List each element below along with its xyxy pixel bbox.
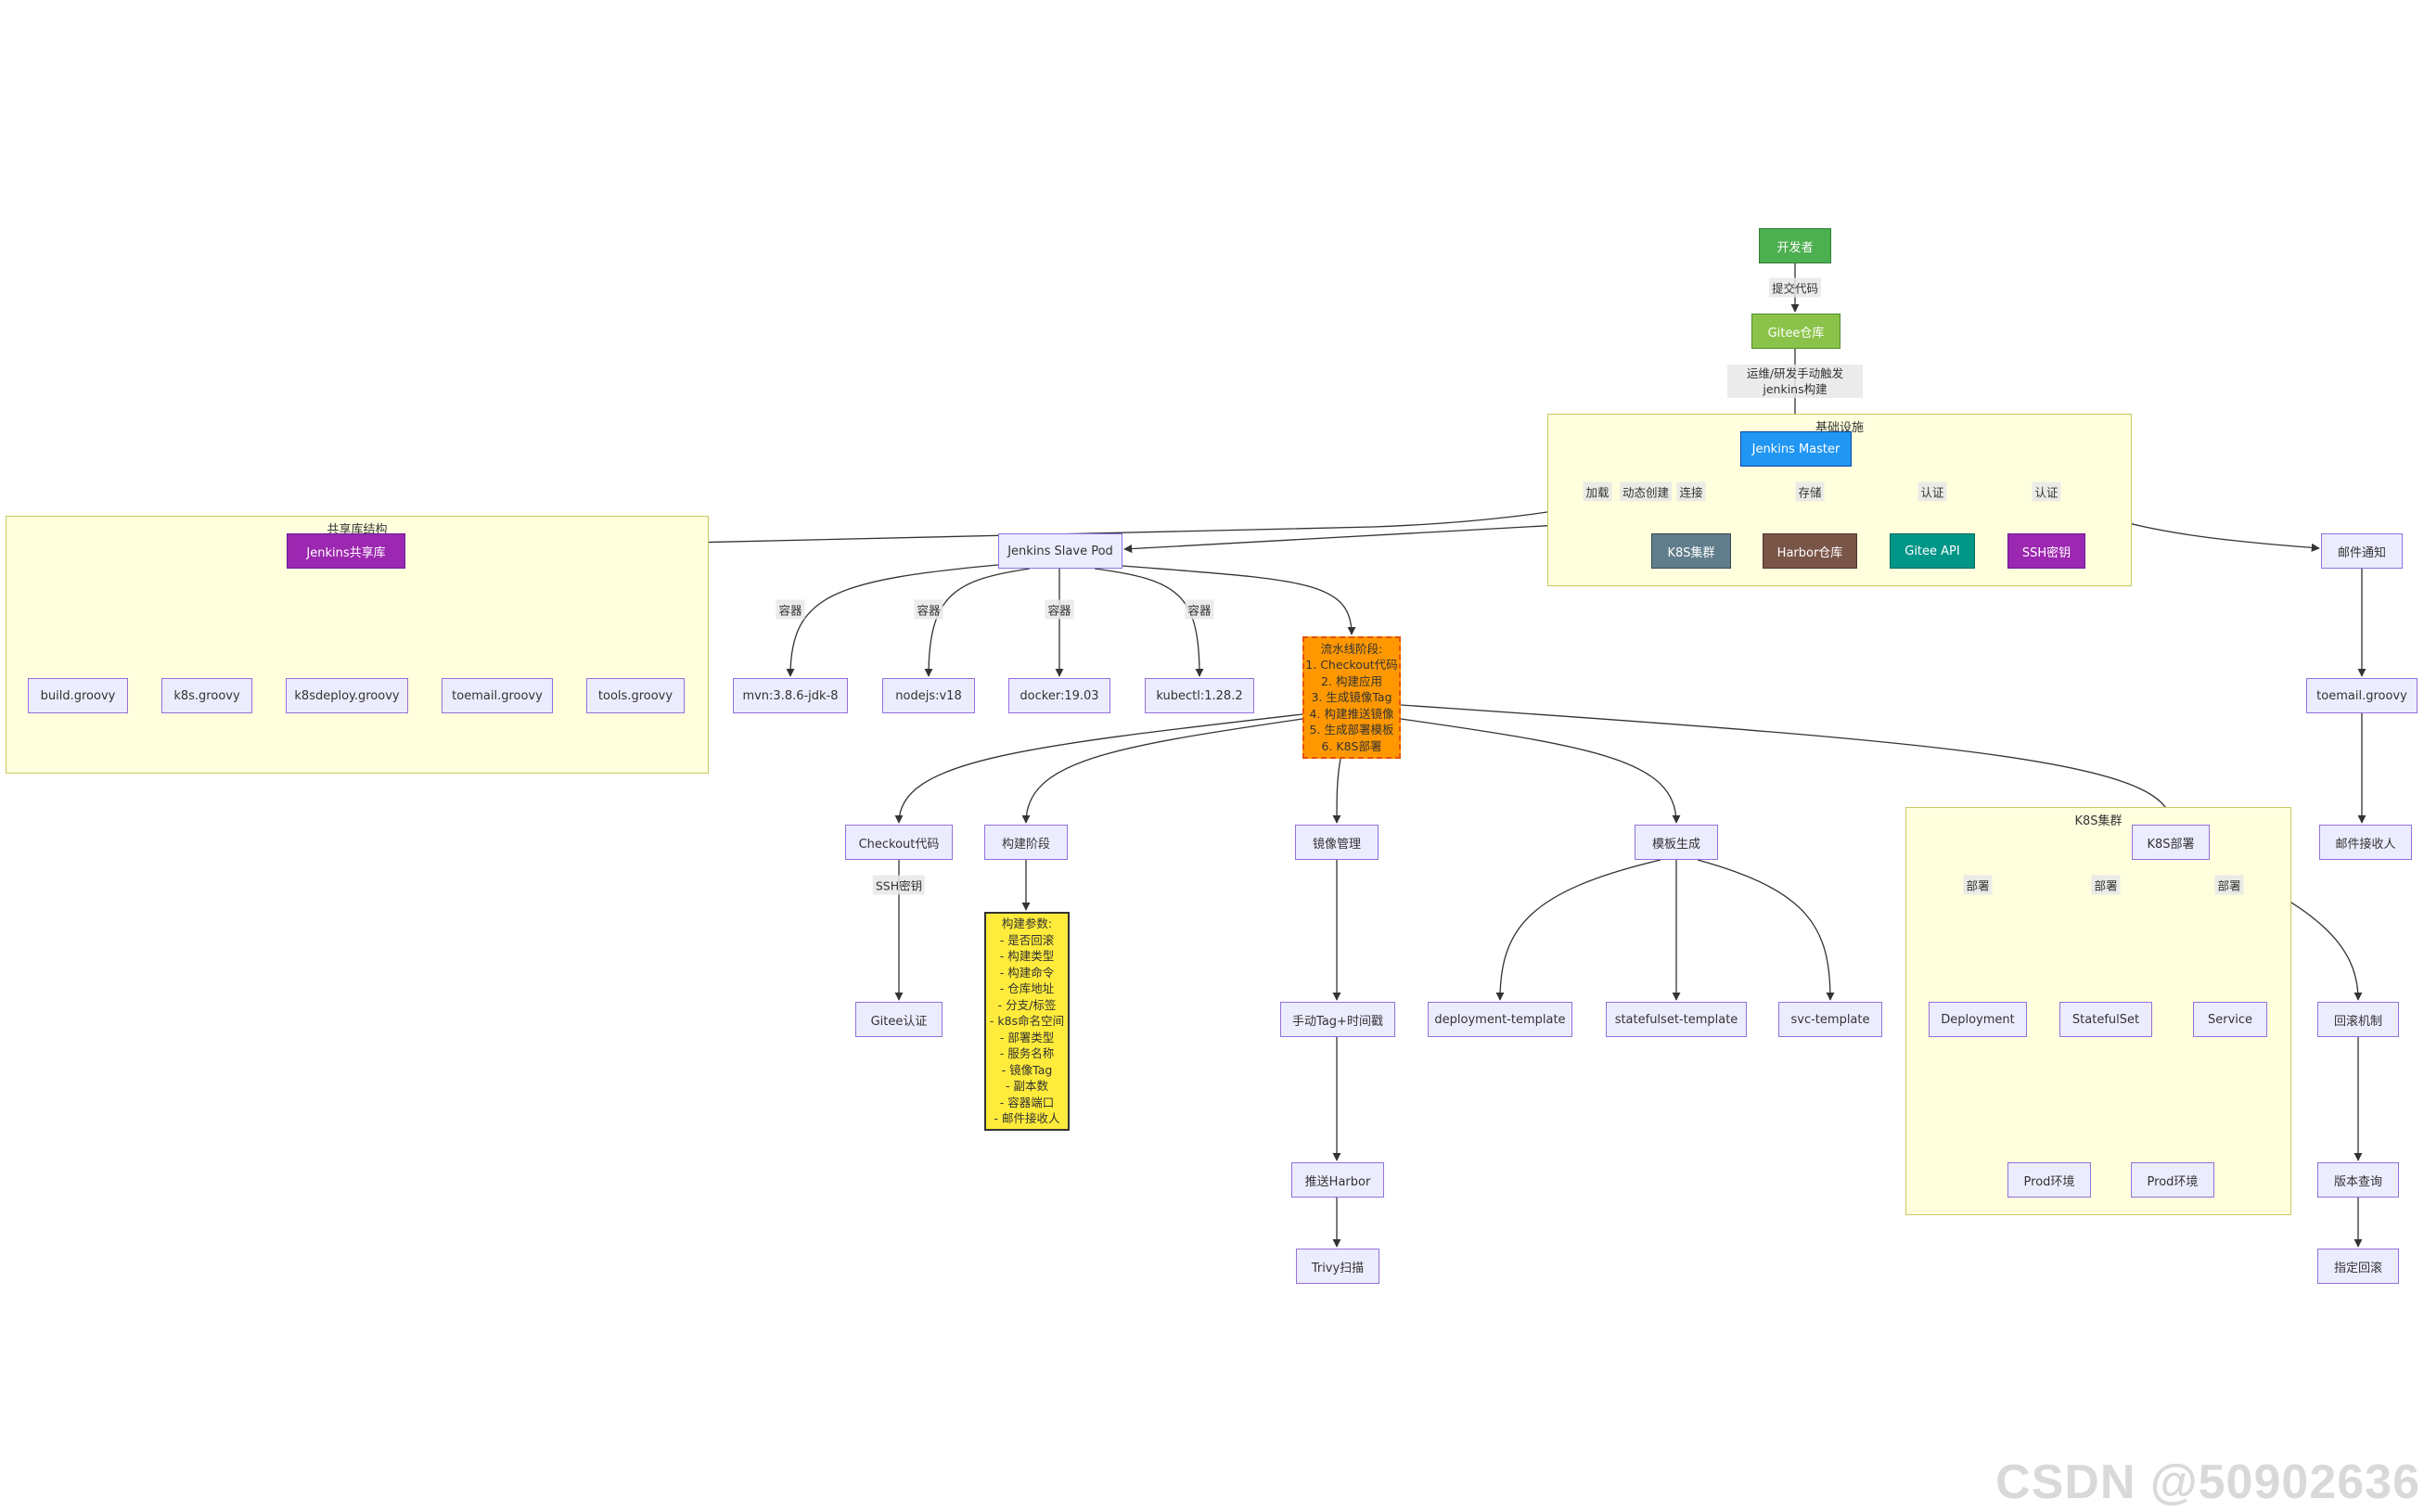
- params-node-line: - 副本数: [1006, 1079, 1048, 1094]
- pipeline-node-line: 6. K8S部署: [1321, 738, 1382, 753]
- node-jenkins-master[interactable]: Jenkins Master: [1740, 431, 1852, 467]
- node-service[interactable]: Service: [2193, 1002, 2267, 1037]
- node-k8s-deploy[interactable]: K8S部署: [2132, 825, 2210, 860]
- node-statefulset-template[interactable]: statefulset-template: [1606, 1002, 1747, 1037]
- edge-label-auth-1: 认证: [1917, 481, 1947, 502]
- node-svc-template[interactable]: svc-template: [1778, 1002, 1882, 1037]
- edge-label-store: 存储: [1795, 481, 1825, 502]
- node-version-query[interactable]: 版本查询: [2317, 1162, 2399, 1198]
- node-shared-library[interactable]: Jenkins共享库: [287, 533, 405, 569]
- edge-label-container-2: 容器: [914, 599, 943, 620]
- node-harbor-repo[interactable]: Harbor仓库: [1763, 533, 1857, 569]
- edge-slave-nodejs: [924, 568, 1031, 677]
- subgraph-k8s-title: K8S集群: [2074, 814, 2123, 828]
- node-mail-receiver[interactable]: 邮件接收人: [2319, 825, 2412, 860]
- edge-pipe-k8sdeploy: [1400, 704, 2175, 824]
- pipeline-node-line: 2. 构建应用: [1321, 673, 1382, 688]
- node-build-stage[interactable]: 构建阶段: [984, 825, 1068, 860]
- node-rollback[interactable]: 回滚机制: [2317, 1002, 2399, 1037]
- params-node-line: - 镜像Tag: [1001, 1062, 1053, 1077]
- node-prod-env-2[interactable]: Prod环境: [2131, 1162, 2214, 1198]
- edge-label-container-1: 容器: [776, 599, 805, 620]
- edge-label-container-4: 容器: [1185, 599, 1214, 620]
- node-tools-groovy[interactable]: tools.groovy: [586, 678, 685, 713]
- edge-pipe-image: [1332, 758, 1341, 824]
- node-rollback-to[interactable]: 指定回滚: [2317, 1249, 2399, 1284]
- edge-label-trigger: 运维/研发手动触发jenkins构建: [1727, 365, 1863, 398]
- params-node-line: - 仓库地址: [999, 981, 1055, 996]
- pipeline-node-line: 流水线阶段:: [1320, 641, 1383, 656]
- node-k8sdeploy-groovy[interactable]: k8sdeploy.groovy: [286, 678, 408, 713]
- edge-label-container-3: 容器: [1045, 599, 1074, 620]
- edge-label-commit: 提交代码: [1768, 277, 1822, 298]
- node-kubectl-container[interactable]: kubectl:1.28.2: [1145, 678, 1254, 713]
- edge-pipe-build: [1021, 718, 1303, 824]
- node-gitee-repo[interactable]: Gitee仓库: [1751, 314, 1840, 349]
- node-mail-notify[interactable]: 邮件通知: [2321, 533, 2403, 569]
- edge-label-deploy-3: 部署: [2214, 875, 2244, 895]
- edge-label-deploy-1: 部署: [1963, 875, 1993, 895]
- edge-template-deploy: [1495, 859, 1661, 1001]
- edge-label-load: 加载: [1583, 481, 1612, 502]
- node-k8s-groovy[interactable]: k8s.groovy: [161, 678, 252, 713]
- node-build-params[interactable]: 构建参数:- 是否回滚 - 构建类型- 构建命令- 仓库地址- 分支/标签 - k8…: [984, 912, 1070, 1131]
- node-manual-tag[interactable]: 手动Tag+时间戳: [1280, 1002, 1395, 1037]
- node-toemail-groovy-2[interactable]: toemail.groovy: [2306, 678, 2418, 713]
- node-k8s-cluster[interactable]: K8S集群: [1651, 533, 1731, 569]
- node-gitee-api[interactable]: Gitee API: [1890, 533, 1975, 569]
- params-node-line: - 邮件接收人: [994, 1111, 1060, 1126]
- edge-label-dynamic-create: 动态创建: [1619, 481, 1673, 502]
- params-node-line: - 是否回滚: [999, 932, 1055, 947]
- params-node-line: - 部署类型: [999, 1030, 1055, 1044]
- node-image-management[interactable]: 镜像管理: [1295, 825, 1379, 860]
- node-build-groovy[interactable]: build.groovy: [28, 678, 128, 713]
- edge-label-ssh-key: SSH密钥: [872, 875, 926, 895]
- pipeline-node-line: 5. 生成部署模板: [1309, 723, 1394, 737]
- params-node-line: 构建参数:: [1001, 916, 1053, 931]
- pipeline-node-line: 4. 构建推送镜像: [1309, 706, 1394, 721]
- pipeline-node-line: 3. 生成镜像Tag: [1311, 690, 1392, 705]
- params-node-line: - 构建类型: [999, 949, 1055, 964]
- watermark: CSDN @50902636: [1995, 1455, 2420, 1509]
- edge-label-deploy-2: 部署: [2091, 875, 2121, 895]
- node-deployment-template[interactable]: deployment-template: [1428, 1002, 1572, 1037]
- pipeline-node-line: 1. Checkout代码: [1305, 658, 1398, 673]
- node-nodejs-container[interactable]: nodejs:v18: [882, 678, 975, 713]
- node-mvn-container[interactable]: mvn:3.8.6-jdk-8: [733, 678, 848, 713]
- node-template-generation[interactable]: 模板生成: [1635, 825, 1718, 860]
- params-node-line: - 构建命令: [999, 965, 1055, 980]
- edge-slave-pipeline: [1122, 565, 1356, 635]
- edge-label-auth-2: 认证: [2032, 481, 2061, 502]
- edge-slave-mvn: [786, 563, 1008, 677]
- params-node-line: - 分支/标签: [997, 997, 1057, 1012]
- node-docker-container[interactable]: docker:19.03: [1008, 678, 1110, 713]
- node-deployment[interactable]: Deployment: [1929, 1002, 2027, 1037]
- node-jenkins-slave-pod[interactable]: Jenkins Slave Pod: [998, 533, 1122, 569]
- edge-label-connect: 连接: [1676, 481, 1706, 502]
- node-ssh-key[interactable]: SSH密钥: [2007, 533, 2085, 569]
- node-toemail-groovy[interactable]: toemail.groovy: [442, 678, 553, 713]
- node-push-harbor[interactable]: 推送Harbor: [1291, 1162, 1384, 1198]
- node-prod-env-1[interactable]: Prod环境: [2007, 1162, 2091, 1198]
- params-node-line: - 服务名称: [999, 1046, 1055, 1061]
- params-node-line: - 容器端口: [999, 1095, 1055, 1109]
- edge-slave-kubectl: [1094, 568, 1204, 677]
- params-node-line: - k8s命名空间: [989, 1014, 1065, 1029]
- node-developer[interactable]: 开发者: [1759, 228, 1831, 263]
- edge-pipe-template: [1400, 718, 1681, 824]
- edge-template-svc: [1697, 859, 1835, 1001]
- edge-pipe-checkout: [894, 713, 1303, 824]
- node-checkout[interactable]: Checkout代码: [845, 825, 953, 860]
- node-statefulset[interactable]: StatefulSet: [2059, 1002, 2152, 1037]
- node-gitee-auth[interactable]: Gitee认证: [855, 1002, 943, 1037]
- node-trivy-scan[interactable]: Trivy扫描: [1296, 1249, 1379, 1284]
